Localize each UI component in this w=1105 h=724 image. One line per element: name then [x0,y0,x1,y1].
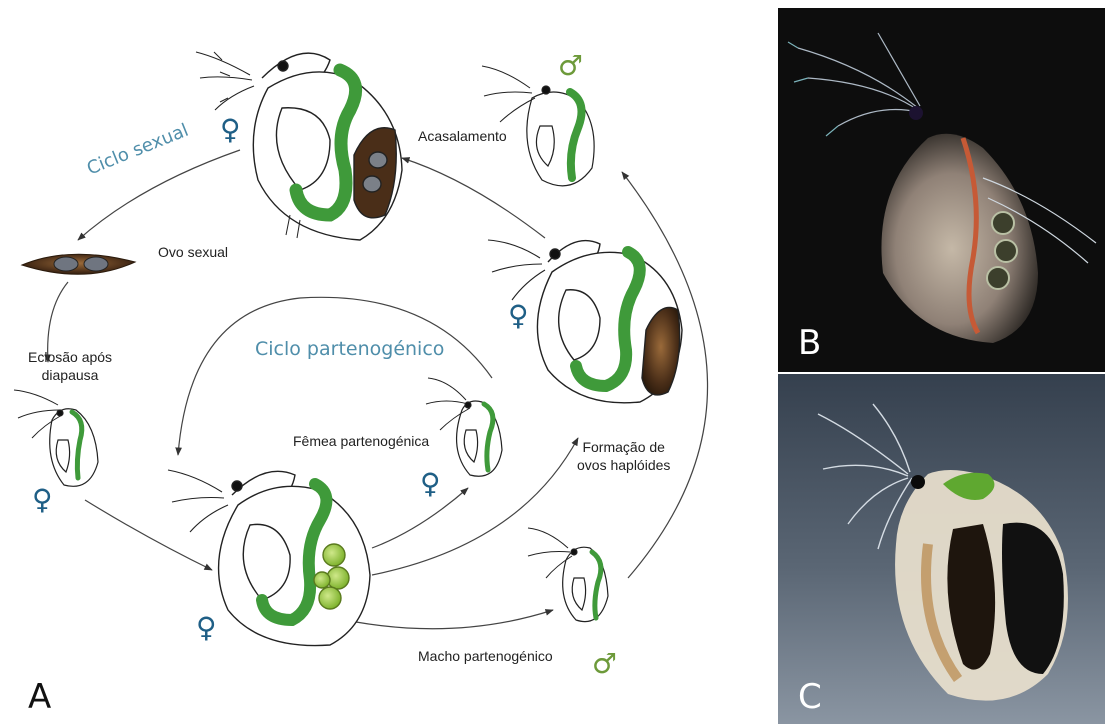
photo-panel-c: C [778,374,1105,724]
male-symbol-icon: ♂ [592,650,617,678]
parthenogenetic-female-daphnia [426,378,502,476]
female-symbol-icon: ♀ [196,614,217,642]
panel-b-letter: B [798,326,821,360]
male-symbol-icon: ♂ [558,52,583,80]
hatched-female-daphnia [14,390,98,486]
arrow-female-to-mating [402,158,545,238]
arrow-hatching-to-female [85,500,212,570]
photo-panel-b: B [778,8,1105,372]
haploid-eggs-label: Formação de ovos haplóides [577,438,670,474]
female-symbol-icon: ♀ [508,302,529,330]
panel-c-letter: C [798,680,822,714]
female-symbol-icon: ♀ [220,116,241,144]
parthenogenetic-cycle-title: Ciclo partenogénico [255,338,444,360]
sexual-female-daphnia [196,52,402,240]
mating-label: Acasalamento [418,128,507,144]
female-symbol-icon: ♀ [32,486,53,514]
arrow-female-to-male [356,610,553,629]
sexual-egg-label: Ovo sexual [158,244,228,260]
sexual-egg [22,254,135,274]
parthenogenetic-male-daphnia [528,528,608,622]
daphnia-photo-b [778,8,1105,372]
haploid-eggs-label-line1: Formação de [577,438,670,456]
parthenogenetic-male-label: Macho partenogénico [418,648,553,664]
mating-male-daphnia [482,66,594,186]
hatching-label-line1: Eclosão após [28,348,112,366]
hatching-label: Eclosão após diapausa [28,348,112,384]
hatching-label-line2: diapausa [28,366,112,384]
daphnia-photo-c [778,374,1105,724]
arrow-parthenogenetic-loop [178,297,492,455]
panel-a-letter: A [28,680,51,714]
parthenogenetic-female-label: Fêmea partenogénica [293,433,429,449]
haploid-eggs-label-line2: ovos haplóides [577,456,670,474]
female-symbol-icon: ♀ [420,470,441,498]
life-cycle-diagram [0,0,775,724]
